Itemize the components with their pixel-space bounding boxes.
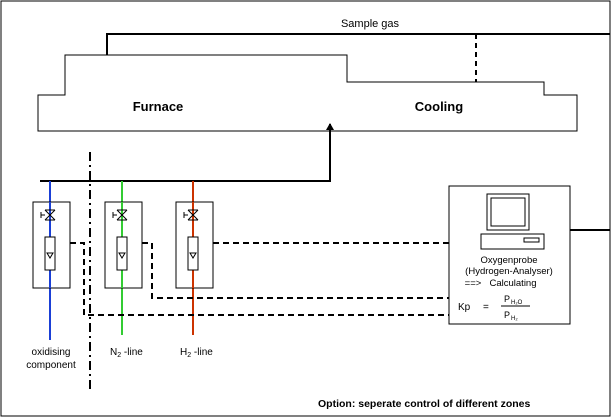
valve-icon <box>183 209 199 221</box>
sample-gas-label: Sample gas <box>341 18 400 30</box>
hydrogen-analyser-label: (Hydrogen-Analyser) <box>465 266 553 277</box>
oxygenprobe-label: Oxygenprobe <box>480 255 537 266</box>
svg-text:H2 -line: H2 -line <box>180 347 213 359</box>
h2-line-label: H2 -line <box>180 347 213 359</box>
sample-gas-line <box>106 33 610 60</box>
kp-equals: = <box>483 302 489 313</box>
n2-line-label: N2 -line <box>110 347 143 359</box>
kp-denominator-p: P <box>504 310 510 320</box>
furnace-label: Furnace <box>133 99 184 114</box>
return-gas-line <box>40 124 331 182</box>
oxidising-label-line2: component <box>26 360 76 371</box>
n2-signal-line <box>142 242 449 299</box>
return-arrowhead <box>326 123 334 130</box>
kp-numerator-sub: H₂O <box>511 300 523 306</box>
option-caption: Option: seperate control of different zo… <box>318 398 531 410</box>
kp-denominator-sub: H₂ <box>511 316 518 322</box>
computer-icon <box>480 193 545 250</box>
flowmeter-icon <box>44 236 56 271</box>
calculating-label: Calculating <box>490 278 537 289</box>
oxidising-label-line1: oxidising <box>32 347 71 358</box>
kp-label: Kp <box>458 302 471 313</box>
valve-icon <box>112 209 128 221</box>
oxidising-signal-line <box>70 242 449 316</box>
kp-numerator-p: P <box>504 294 510 304</box>
svg-text:N2 -line: N2 -line <box>110 347 143 359</box>
furnace-cooling-housing <box>37 54 578 132</box>
calculating-arrow: ==> <box>465 278 482 289</box>
valve-icon <box>40 209 56 221</box>
flowmeter-icon <box>187 236 199 271</box>
cooling-label: Cooling <box>415 99 463 114</box>
flowmeter-icon <box>116 236 128 271</box>
